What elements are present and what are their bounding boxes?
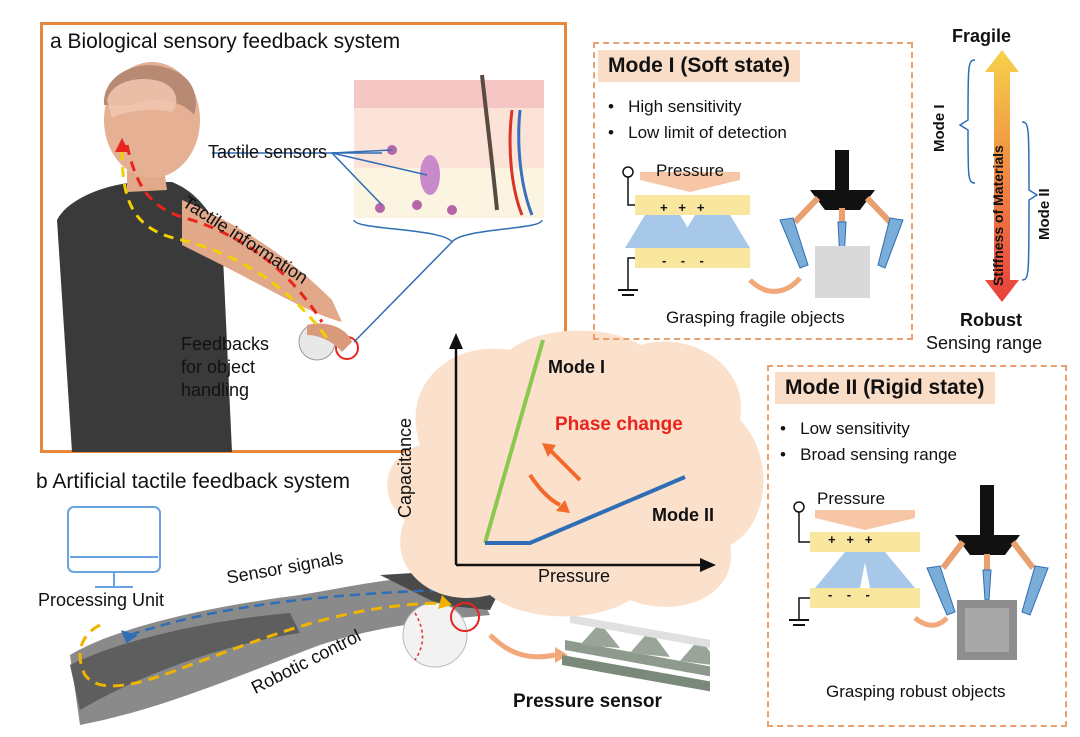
- stiffness-mode1-label: Mode I: [931, 104, 948, 153]
- pressure-sensor-device: [562, 615, 710, 692]
- tactile-path: [125, 144, 324, 323]
- mode1-gripper: [779, 150, 904, 298]
- tactile-arrowhead: [115, 138, 129, 152]
- mode2-plus-charges: + + +: [828, 532, 873, 547]
- skin-bracket: [353, 219, 543, 244]
- graph-mode1-label: Mode I: [548, 357, 605, 377]
- panel-b-title: b Artificial tactile feedback system: [36, 470, 350, 493]
- feedbacks-label: Feedbacks for object handling: [181, 334, 270, 400]
- monitor-icon: [67, 506, 161, 588]
- person-shirt: [57, 182, 232, 452]
- mode1-header: Mode I (Soft state): [598, 50, 800, 82]
- panel-b-illustration: [67, 506, 710, 725]
- skin-to-ball-leader: [353, 241, 453, 343]
- tactile-sensors-label: Tactile sensors: [208, 142, 328, 162]
- sensing-range-label: Sensing range: [926, 333, 1043, 353]
- mode1-bracket: [958, 59, 976, 184]
- graph-ylabel: Capacitance: [395, 417, 415, 519]
- mode2-pressure-label: Pressure: [817, 489, 886, 508]
- mode2-schematic: [789, 485, 1049, 660]
- robotic-arm: [70, 578, 490, 725]
- baseball-highlight-circle: [450, 602, 480, 632]
- mode1-schematic: [618, 150, 904, 298]
- mode2-top-electrode: [810, 532, 920, 552]
- mode1-line: [483, 339, 545, 544]
- robust-label: Robust: [960, 310, 1022, 330]
- mode2-line: [485, 475, 686, 545]
- stiffness-arrow: [985, 50, 1019, 302]
- feedback-path: [120, 149, 329, 339]
- pressure-sensor-label: Pressure sensor: [513, 691, 662, 712]
- skin-cross-section: [354, 74, 544, 218]
- panel-a-frame: [40, 22, 567, 453]
- capacitance-graph: [387, 330, 764, 617]
- mode1-bullets: • High sensitivity • Low limit of detect…: [608, 97, 787, 142]
- phase-arrow-down: [528, 473, 561, 507]
- fragile-label: Fragile: [952, 26, 1012, 46]
- ball-to-sensor-arrow: [488, 633, 556, 660]
- mode1-top-electrode: [635, 195, 750, 215]
- mode1-plus-charges: + + +: [660, 200, 705, 215]
- stiffness-scale: [958, 50, 1039, 302]
- processing-unit-label: Processing Unit: [38, 590, 165, 610]
- mode1-caption: Grasping fragile objects: [666, 308, 845, 327]
- mode2-gripper: [926, 485, 1049, 660]
- fragile-object: [815, 246, 870, 298]
- mode2-caption: Grasping robust objects: [826, 682, 1006, 701]
- mode2-box: [767, 365, 1067, 727]
- mode1-box: [593, 42, 913, 340]
- mode1-minus-charges: - - -: [662, 253, 704, 268]
- brain: [107, 79, 177, 118]
- mode2-pressure-arrow: [815, 510, 915, 530]
- robotic-control-path: [78, 601, 441, 688]
- mode2-header: Mode II (Rigid state): [775, 372, 995, 404]
- sensor-signal-path: [129, 588, 441, 637]
- graph-mode2-label: Mode II: [652, 505, 714, 525]
- phase-change-label: Phase change: [555, 414, 683, 435]
- mode2-bottom-electrode: [810, 588, 920, 608]
- mode1-bottom-electrode: [635, 248, 750, 268]
- mode2-bullets: • Low sensitivity • Broad sensing range: [780, 419, 958, 464]
- mode2-bracket: [1021, 121, 1039, 281]
- stiffness-mode2-label: Mode II: [1036, 188, 1053, 240]
- graph-xlabel: Pressure: [538, 566, 611, 586]
- panel-a-title: a Biological sensory feedback system: [50, 30, 401, 53]
- mode1-pressure-arrow: [640, 172, 740, 192]
- stiffness-axis-label: Stiffness of Materials: [990, 145, 1006, 286]
- panel-a-illustration: [57, 62, 544, 452]
- mode1-pressure-label: Pressure: [656, 161, 725, 180]
- hand: [307, 323, 352, 352]
- mode2-minus-charges: - - -: [828, 587, 870, 602]
